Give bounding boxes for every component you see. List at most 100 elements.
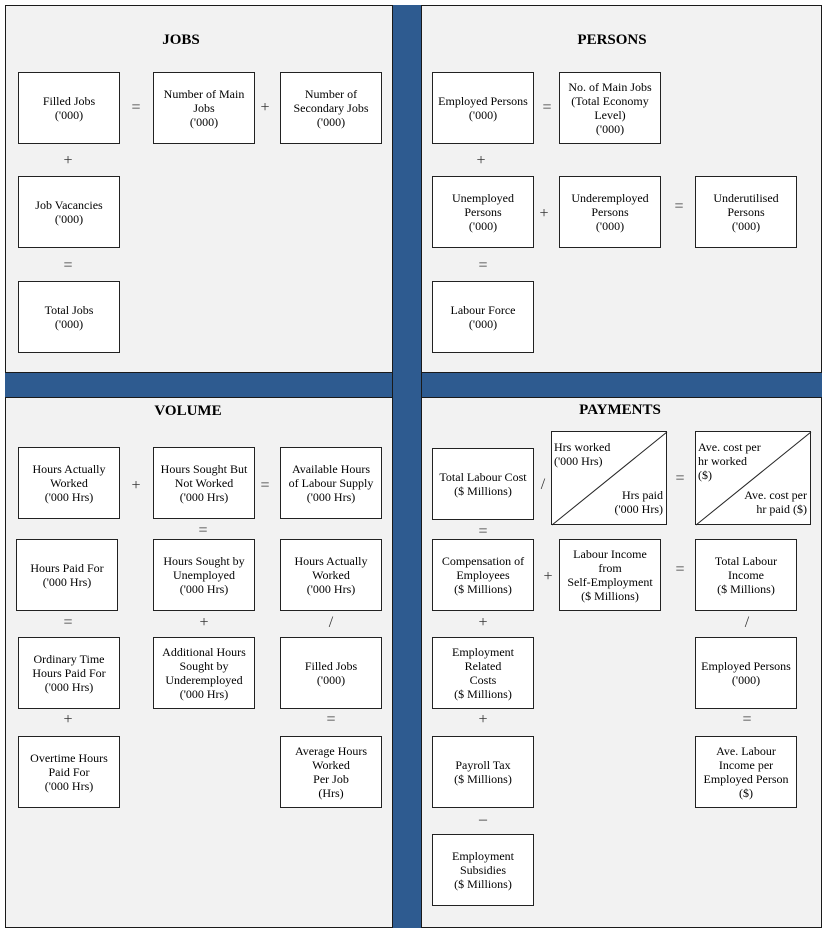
hours-paid-for-box: Hours Paid For ('000 Hrs) [16, 539, 118, 611]
volume-title: VOLUME [154, 403, 222, 419]
hours-actually-worked-2-box: Hours Actually Worked ('000 Hrs) [280, 539, 382, 611]
employment-related-costs-box: Employment Related Costs ($ Millions) [432, 637, 534, 709]
labour-income-self-text: Labour Income from Self-Employment ($ Mi… [567, 547, 653, 603]
underutilised-persons-text: Underutilised Persons ('000) [713, 191, 779, 233]
employed-persons-payments-box: Employed Persons ('000) [695, 637, 797, 709]
available-hours-text: Available Hours of Labour Supply ('000 H… [288, 462, 374, 504]
available-hours-box: Available Hours of Labour Supply ('000 H… [280, 447, 382, 519]
hrs-worked-paid-box: Hrs worked ('000 Hrs) Hrs paid ('000 Hrs… [551, 431, 668, 526]
plus-sign: + [539, 205, 549, 222]
filled-jobs-volume-box: Filled Jobs ('000) [280, 637, 382, 709]
main-jobs-total-text: No. of Main Jobs (Total Economy Level) (… [568, 80, 652, 136]
employment-related-costs-text: Employment Related Costs ($ Millions) [452, 645, 514, 701]
labour-force-text: Labour Force ('000) [450, 303, 516, 331]
main-jobs-box: Number of Main Jobs ('000) [153, 72, 255, 144]
equals-sign: = [542, 99, 552, 116]
labour-income-self-box: Labour Income from Self-Employment ($ Mi… [559, 539, 661, 611]
job-vacancies-box: Job Vacancies ('000) [18, 176, 120, 248]
underutilised-persons-box: Underutilised Persons ('000) [695, 176, 797, 248]
total-labour-income-text: Total Labour Income ($ Millions) [714, 554, 778, 596]
diagonal-divider [696, 432, 812, 526]
compensation-text: Compensation of Employees ($ Millions) [441, 554, 525, 596]
hours-actually-worked-box: Hours Actually Worked ('000 Hrs) [18, 447, 120, 519]
equals-sign: = [63, 257, 73, 274]
hours-sought-not-worked-text: Hours Sought But Not Worked ('000 Hrs) [160, 462, 248, 504]
overtime-hours-box: Overtime Hours Paid For ('000 Hrs) [18, 736, 120, 808]
diagonal-divider [552, 432, 668, 526]
secondary-jobs-box: Number of Secondary Jobs ('000) [280, 72, 382, 144]
equals-sign: = [326, 711, 336, 728]
vertical-divider [392, 5, 422, 928]
hrs-worked-text: Hrs worked ('000 Hrs) [554, 440, 611, 468]
equals-sign: = [131, 99, 141, 116]
employed-persons-text: Employed Persons ('000) [438, 94, 528, 122]
equals-sign: = [675, 470, 685, 487]
labour-force-box: Labour Force ('000) [432, 281, 534, 353]
plus-sign: + [131, 477, 141, 494]
ave-labour-income-box: Ave. Labour Income per Employed Person (… [695, 736, 797, 808]
hours-sought-unemployed-box: Hours Sought by Unemployed ('000 Hrs) [153, 539, 255, 611]
unemployed-persons-box: Unemployed Persons ('000) [432, 176, 534, 248]
minus-sign: – [479, 811, 487, 828]
underemployed-persons-box: Underemployed Persons ('000) [559, 176, 661, 248]
main-jobs-text: Number of Main Jobs ('000) [163, 87, 245, 129]
ordinary-time-box: Ordinary Time Hours Paid For ('000 Hrs) [18, 637, 120, 709]
total-jobs-box: Total Jobs ('000) [18, 281, 120, 353]
plus-sign: + [543, 568, 553, 585]
employment-subsidies-box: Employment Subsidies ($ Millions) [432, 834, 534, 906]
average-hours-box: Average Hours Worked Per Job (Hrs) [280, 736, 382, 808]
plus-sign: + [199, 614, 209, 631]
total-labour-cost-box: Total Labour Cost ($ Millions) [432, 448, 534, 520]
ave-labour-income-text: Ave. Labour Income per Employed Person (… [703, 744, 789, 800]
payroll-tax-box: Payroll Tax ($ Millions) [432, 736, 534, 808]
hours-actually-worked-2-text: Hours Actually Worked ('000 Hrs) [294, 554, 368, 596]
employment-subsidies-text: Employment Subsidies ($ Millions) [452, 849, 514, 891]
compensation-box: Compensation of Employees ($ Millions) [432, 539, 534, 611]
secondary-jobs-text: Number of Secondary Jobs ('000) [293, 87, 369, 129]
total-labour-cost-text: Total Labour Cost ($ Millions) [439, 470, 527, 498]
plus-sign: + [478, 711, 488, 728]
divide-sign: / [744, 614, 750, 631]
employed-persons-payments-text: Employed Persons ('000) [701, 659, 791, 687]
payments-title: PAYMENTS [579, 402, 661, 418]
hours-paid-for-text: Hours Paid For ('000 Hrs) [30, 561, 104, 589]
average-hours-text: Average Hours Worked Per Job (Hrs) [294, 744, 368, 800]
equals-sign: = [742, 711, 752, 728]
equals-sign: = [63, 614, 73, 631]
payroll-tax-text: Payroll Tax ($ Millions) [454, 758, 512, 786]
overtime-hours-text: Overtime Hours Paid For ('000 Hrs) [30, 751, 108, 793]
plus-sign: + [476, 152, 486, 169]
plus-sign: + [478, 614, 488, 631]
equals-sign: = [674, 198, 684, 215]
persons-title: PERSONS [577, 32, 647, 48]
divide-sign: / [328, 614, 334, 631]
total-jobs-text: Total Jobs ('000) [44, 303, 94, 331]
employed-persons-box: Employed Persons ('000) [432, 72, 534, 144]
jobs-title: JOBS [162, 32, 200, 48]
ave-cost-worked-text: Ave. cost per hr worked ($) [698, 440, 761, 482]
ave-cost-box: Ave. cost per hr worked ($) Ave. cost pe… [695, 431, 812, 526]
filled-jobs-text: Filled Jobs ('000) [42, 94, 96, 122]
underemployed-persons-text: Underemployed Persons ('000) [571, 191, 649, 233]
main-jobs-total-box: No. of Main Jobs (Total Economy Level) (… [559, 72, 661, 144]
equals-sign: = [478, 523, 488, 540]
plus-sign: + [63, 711, 73, 728]
additional-hours-text: Additional Hours Sought by Underemployed… [162, 645, 246, 701]
hours-sought-unemployed-text: Hours Sought by Unemployed ('000 Hrs) [163, 554, 245, 596]
plus-sign: + [260, 99, 270, 116]
hours-sought-not-worked-box: Hours Sought But Not Worked ('000 Hrs) [153, 447, 255, 519]
filled-jobs-volume-text: Filled Jobs ('000) [304, 659, 358, 687]
additional-hours-box: Additional Hours Sought by Underemployed… [153, 637, 255, 709]
total-labour-income-box: Total Labour Income ($ Millions) [695, 539, 797, 611]
ordinary-time-text: Ordinary Time Hours Paid For ('000 Hrs) [32, 652, 106, 694]
equals-sign: = [675, 561, 685, 578]
divide-sign: / [540, 476, 546, 493]
equals-sign: = [198, 522, 208, 539]
job-vacancies-text: Job Vacancies ('000) [35, 198, 103, 226]
equals-sign: = [260, 477, 270, 494]
ave-cost-paid-text: Ave. cost per hr paid ($) [744, 488, 807, 516]
unemployed-persons-text: Unemployed Persons ('000) [452, 191, 514, 233]
plus-sign: + [63, 152, 73, 169]
filled-jobs-box: Filled Jobs ('000) [18, 72, 120, 144]
hours-actually-worked-text: Hours Actually Worked ('000 Hrs) [32, 462, 106, 504]
